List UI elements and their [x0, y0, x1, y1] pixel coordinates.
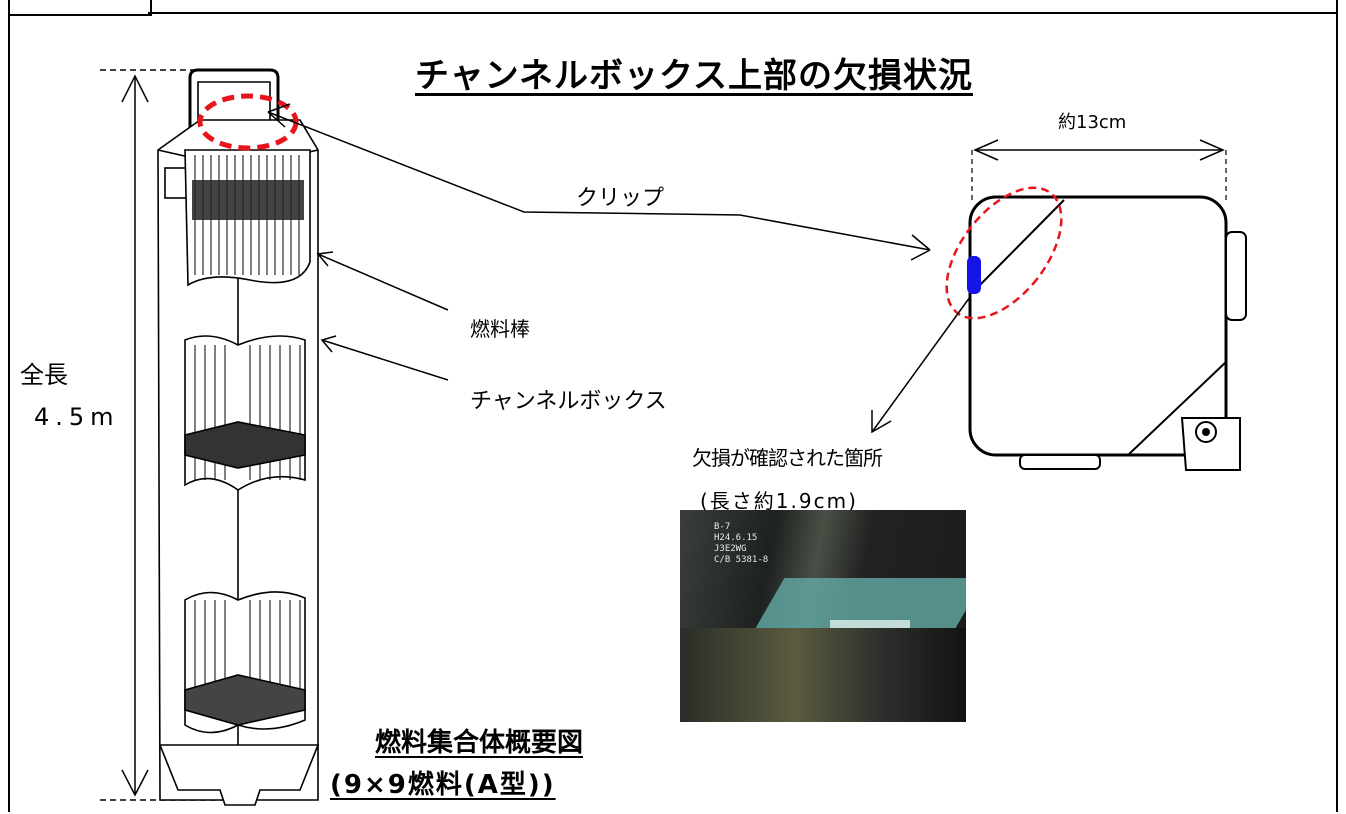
page-title: チャンネルボックス上部の欠損状況 — [415, 56, 973, 96]
fuel-rod-label: 燃料棒 — [470, 317, 530, 341]
fuel-assembly-drawing — [157, 68, 320, 806]
channel-box-label: チャンネルボックス — [470, 389, 667, 414]
defect-location-label: 欠損が確認された箇所 — [692, 446, 883, 470]
total-length-label: 全長 — [20, 361, 68, 389]
clip-highlight-ellipse — [197, 93, 299, 151]
total-length-value: 4.5m — [34, 403, 120, 431]
photo-overlay-text: B-7 H24.6.15 J3E2WG C/B 5381-8 — [714, 522, 769, 565]
channel-box-arrow — [320, 335, 449, 381]
header-tab — [8, 0, 152, 16]
clip-leader-arrow — [267, 103, 931, 261]
figure-caption: 燃料集合体概要図 — [375, 728, 584, 758]
defect-leader-arrow — [871, 296, 971, 434]
photo-glow — [830, 620, 910, 628]
width-label: 約13cm — [1058, 112, 1127, 133]
photo-edge — [680, 628, 966, 722]
header-rule — [148, 12, 1336, 14]
defect-highlight-ellipse — [945, 186, 1063, 320]
defect-photo: B-7 H24.6.15 J3E2WG C/B 5381-8 — [680, 510, 966, 722]
width-arrow — [973, 139, 1225, 161]
length-arrow — [121, 74, 149, 797]
channel-box-top-view — [968, 195, 1247, 471]
figure-caption-subtitle: (9×9燃料(A型)) — [330, 770, 556, 800]
defect-mark — [967, 256, 981, 294]
defect-length-label: (長さ約1.9cm) — [700, 489, 858, 513]
figure-frame — [8, 0, 1338, 812]
fuel-rod-arrow — [316, 251, 449, 311]
clip-label: クリップ — [576, 186, 665, 211]
